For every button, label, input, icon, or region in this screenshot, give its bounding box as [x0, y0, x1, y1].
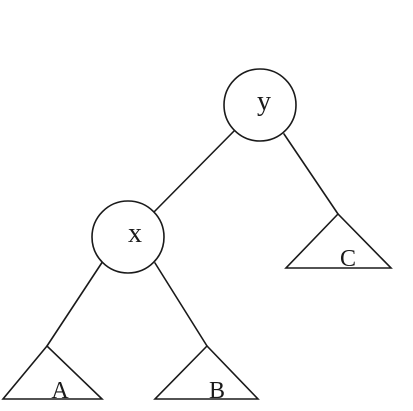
subtree-b-triangle: [153, 344, 260, 400]
node-y-circle: [223, 68, 297, 142]
edge-y-c: [283, 133, 339, 215]
subtree-c-triangle: [284, 212, 393, 269]
node-y-label: y: [257, 86, 271, 117]
subtree-a-label: A: [51, 378, 69, 404]
edge-x-b: [154, 262, 208, 347]
node-y: y: [223, 68, 297, 142]
subtree-a-triangle: [1, 344, 104, 400]
subtree-b-label: B: [209, 378, 225, 404]
node-x-circle: [91, 200, 165, 274]
edge-y-x: [152, 127, 238, 214]
node-x-label: x: [128, 218, 142, 249]
node-x: x: [91, 200, 165, 274]
subtree-c-label: C: [340, 246, 356, 272]
edge-x-a: [46, 260, 104, 347]
